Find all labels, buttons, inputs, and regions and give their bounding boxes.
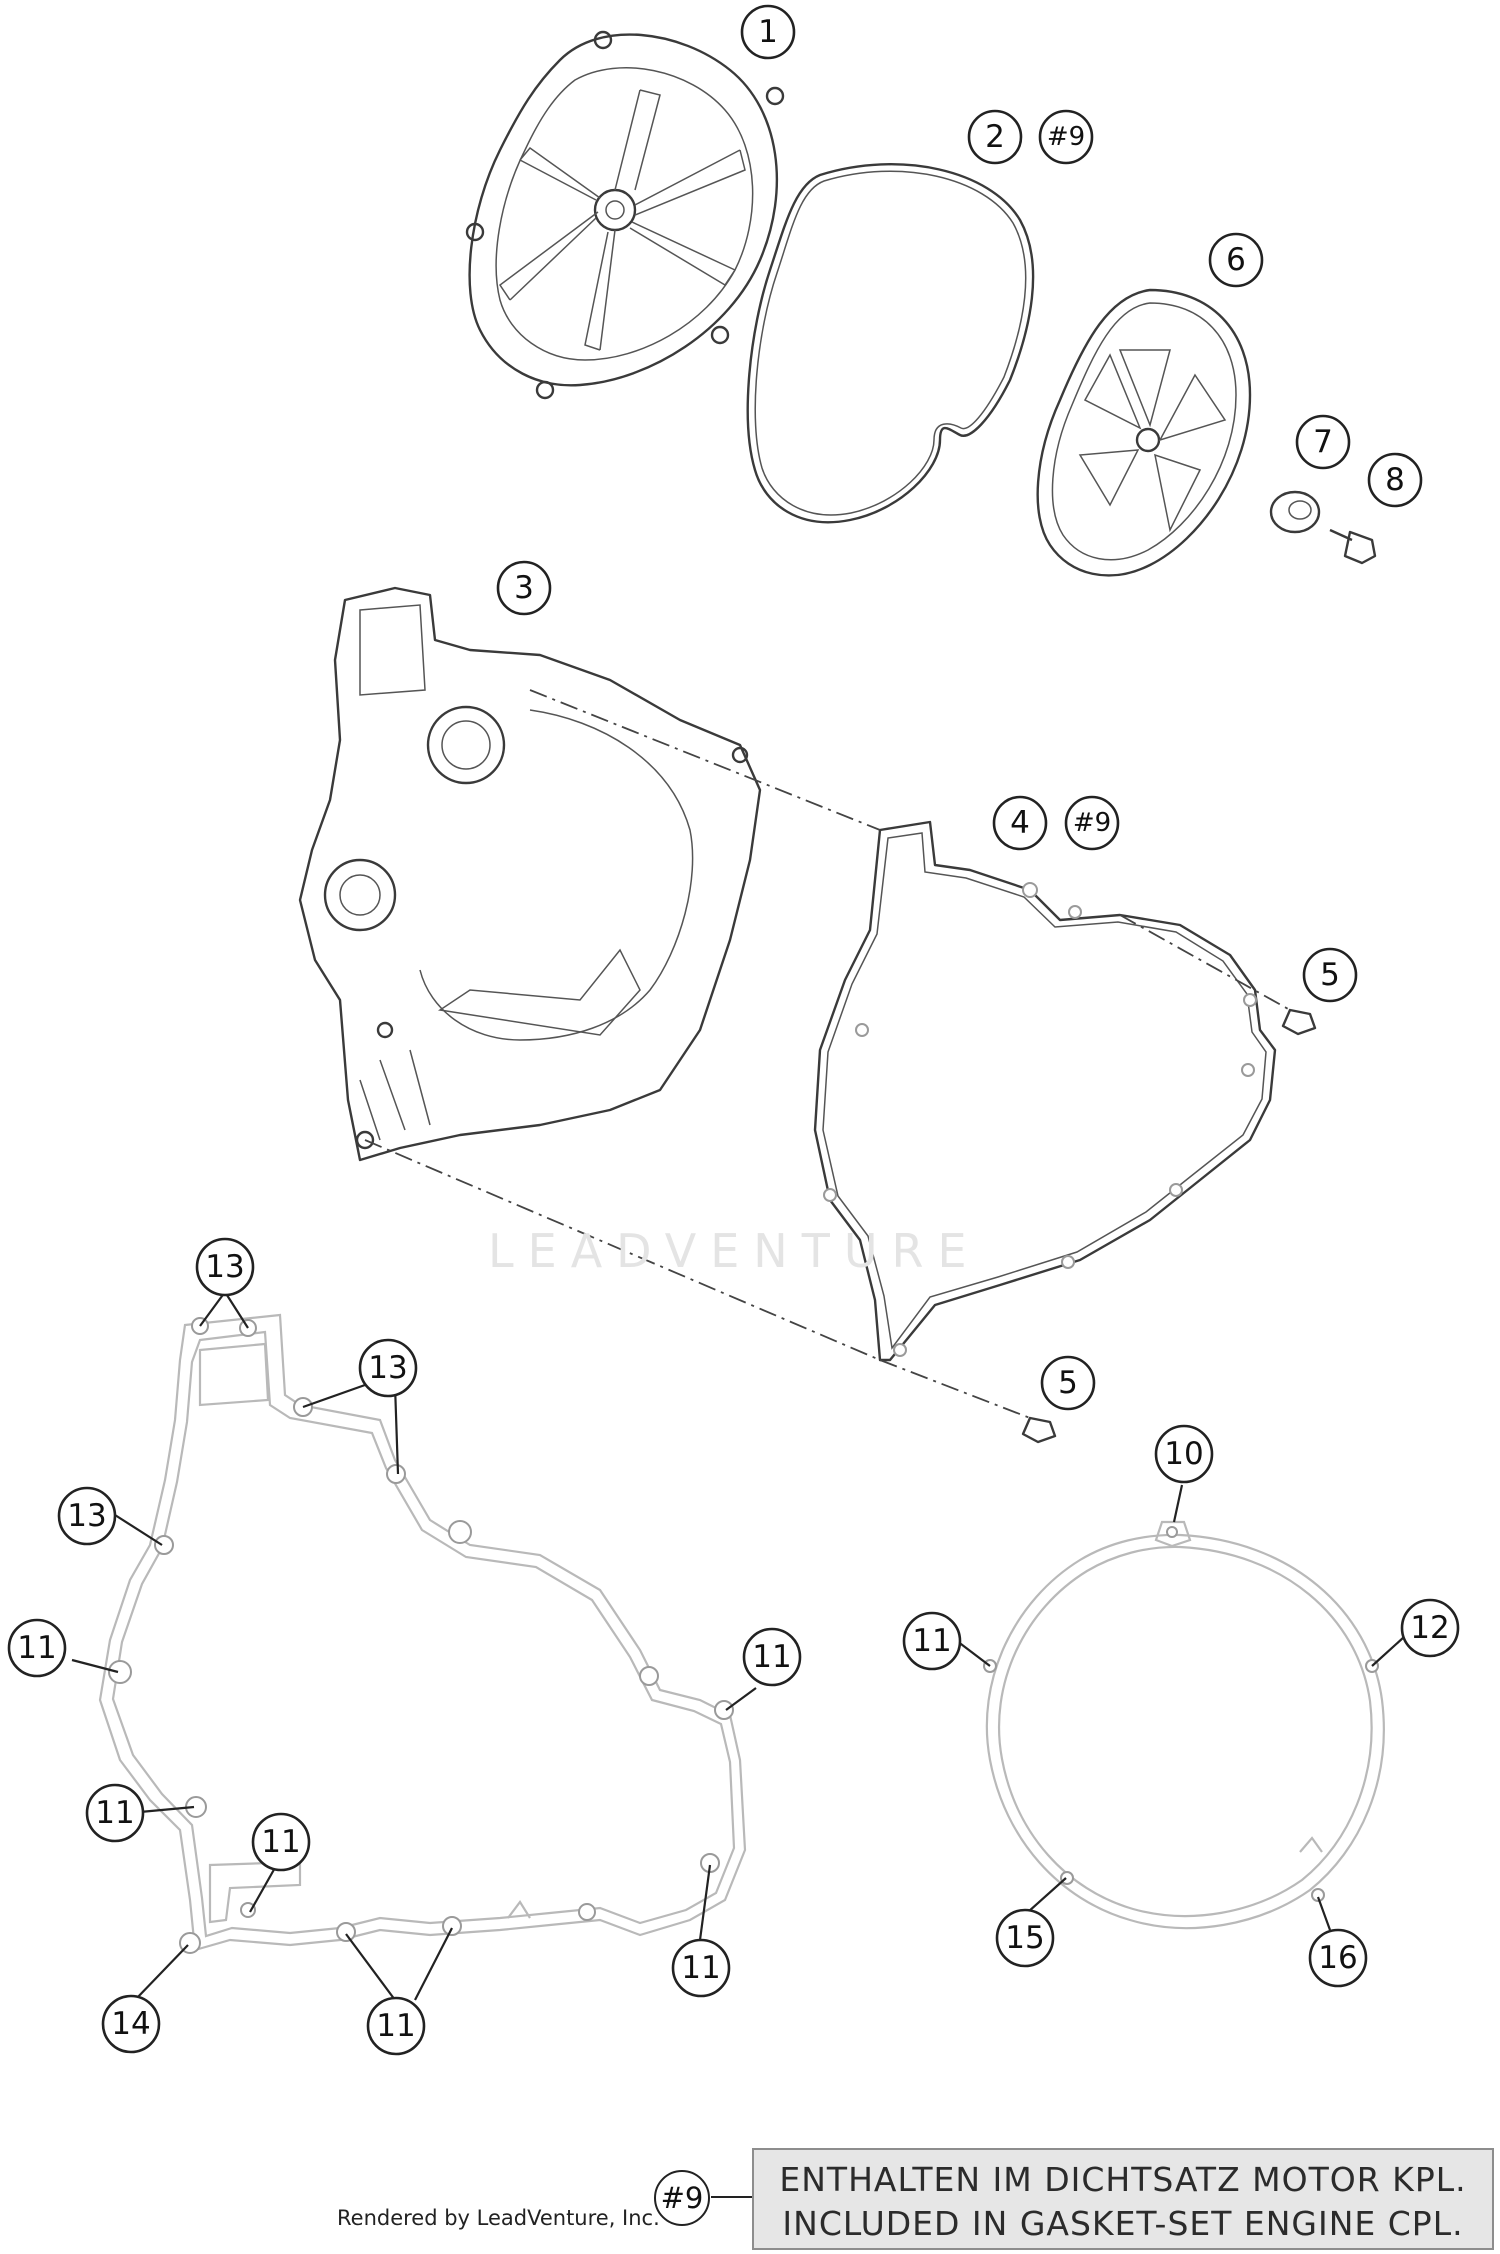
- part-5-dowel-pin-lower: [1021, 1416, 1057, 1444]
- callout-14[interactable]: 14: [101, 1994, 161, 2054]
- callout-3[interactable]: 3: [496, 560, 552, 616]
- note-line-english: INCLUDED IN GASKET-SET ENGINE CPL.: [782, 2204, 1464, 2243]
- callout-2-ref-label: #9: [1047, 122, 1085, 152]
- callout-13-top[interactable]: 13: [195, 1237, 255, 1297]
- callout-11-inner-label: 11: [261, 1824, 300, 1860]
- gasket-set-note: ENTHALTEN IM DICHTSATZ MOTOR KPL. INCLUD…: [752, 2148, 1494, 2250]
- callout-7[interactable]: 7: [1295, 414, 1351, 470]
- callout-2-label: 2: [985, 119, 1005, 155]
- callout-5-upper[interactable]: 5: [1302, 947, 1358, 1003]
- lower-left-gasket: [98, 1313, 747, 1954]
- callout-11-left-upper[interactable]: 11: [7, 1618, 67, 1678]
- callout-12-label: 12: [1410, 1610, 1449, 1646]
- callout-15[interactable]: 15: [995, 1908, 1055, 1968]
- render-credit: Rendered by LeadVenture, Inc.: [337, 2206, 660, 2230]
- lower-right-gasket: [983, 1520, 1385, 1930]
- callout-13-right[interactable]: 13: [358, 1338, 418, 1398]
- callout-11-right-upper[interactable]: 11: [742, 1627, 802, 1687]
- callout-11-bottom-label: 11: [376, 2008, 415, 2044]
- callout-2-ref[interactable]: #9: [1038, 109, 1094, 165]
- callout-4-label: 4: [1010, 805, 1030, 841]
- callout-11-round-gasket[interactable]: 11: [902, 1611, 962, 1671]
- callout-11-left-upper-label: 11: [17, 1630, 56, 1666]
- callout-16-label: 16: [1318, 1940, 1357, 1976]
- part-2-o-ring: [746, 163, 1035, 524]
- callout-14-label: 14: [111, 2006, 150, 2042]
- callout-8[interactable]: 8: [1367, 452, 1423, 508]
- callout-5-lower-label: 5: [1058, 1365, 1078, 1401]
- callout-4-ref-label: #9: [1073, 808, 1111, 838]
- watermark: LEADVENTURE: [488, 1224, 981, 1278]
- callout-11-bottom[interactable]: 11: [366, 1996, 426, 2056]
- callout-10-label: 10: [1164, 1436, 1203, 1472]
- callout-11-left-lower[interactable]: 11: [85, 1783, 145, 1843]
- callout-13-left-label: 13: [67, 1498, 106, 1534]
- callout-4[interactable]: 4: [992, 795, 1048, 851]
- callout-11-right-upper-label: 11: [752, 1639, 791, 1675]
- callout-3-label: 3: [514, 570, 534, 606]
- callout-6-label: 6: [1226, 242, 1246, 278]
- callout-10[interactable]: 10: [1154, 1424, 1214, 1484]
- callout-8-label: 8: [1385, 462, 1405, 498]
- part-7-spacer: [1269, 490, 1321, 534]
- callout-16[interactable]: 16: [1308, 1928, 1368, 1988]
- callout-11-left-lower-label: 11: [95, 1795, 134, 1831]
- part-5-dowel-pin-upper: [1281, 1008, 1317, 1036]
- callout-11-round-gasket-label: 11: [912, 1623, 951, 1659]
- callout-13-right-label: 13: [368, 1350, 407, 1386]
- callout-7-label: 7: [1313, 424, 1333, 460]
- leader-lines: [71, 1291, 1405, 2001]
- callout-2[interactable]: 2: [967, 109, 1023, 165]
- callout-15-label: 15: [1005, 1920, 1044, 1956]
- note-connector-line: [711, 2196, 753, 2198]
- callout-1[interactable]: 1: [740, 4, 796, 60]
- part-8-screw: [1329, 528, 1377, 565]
- note-line-german: ENTHALTEN IM DICHTSATZ MOTOR KPL.: [779, 2160, 1467, 2199]
- callout-5-lower[interactable]: 5: [1040, 1355, 1096, 1411]
- callout-13-left[interactable]: 13: [57, 1486, 117, 1546]
- callout-1-label: 1: [758, 14, 778, 50]
- part-4-housing-gasket: [813, 820, 1277, 1362]
- callout-4-ref[interactable]: #9: [1064, 795, 1120, 851]
- part-1-clutch-cover-outer: [465, 30, 785, 400]
- callout-11-inner[interactable]: 11: [251, 1812, 311, 1872]
- part-3-cover-housing: [298, 586, 762, 1162]
- part-6-inner-cover: [1036, 288, 1252, 577]
- callout-6[interactable]: 6: [1208, 232, 1264, 288]
- callout-12[interactable]: 12: [1400, 1598, 1460, 1658]
- callout-11-right-lower-label: 11: [681, 1950, 720, 1986]
- callout-11-right-lower[interactable]: 11: [671, 1938, 731, 1998]
- callout-13-top-label: 13: [205, 1249, 244, 1285]
- callout-5-upper-label: 5: [1320, 957, 1340, 993]
- alignment-lines: [364, 689, 1291, 1419]
- note-reference-badge: #9: [654, 2170, 710, 2226]
